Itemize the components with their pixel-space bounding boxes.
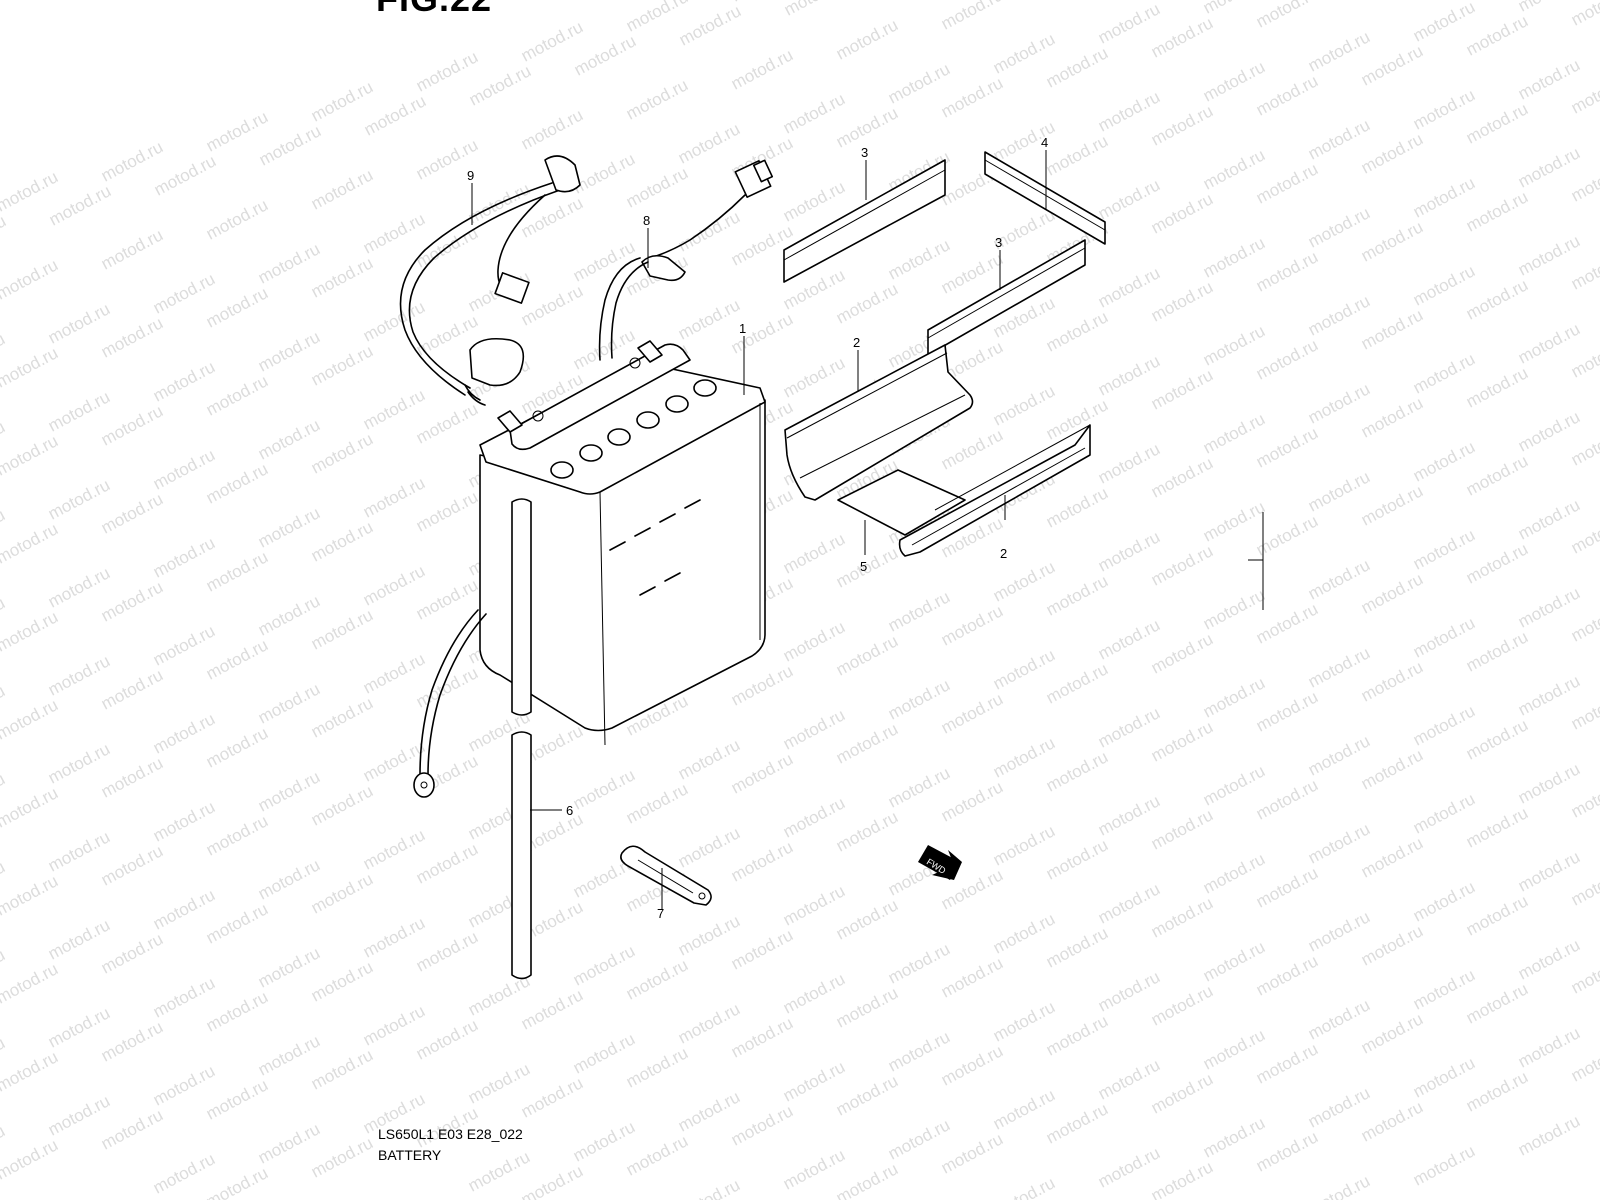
callout-2-lower: 2 bbox=[1000, 546, 1007, 561]
ground-lead bbox=[413, 609, 487, 798]
callout-7: 7 bbox=[657, 906, 664, 921]
model-code: LS650L1 E03 E28_022 bbox=[378, 1126, 523, 1142]
callout-5: 5 bbox=[860, 559, 867, 574]
battery bbox=[479, 340, 766, 746]
figure-title: FIG.22 bbox=[376, 0, 492, 20]
cushion-pad-upper bbox=[783, 159, 946, 283]
cushion-pad-middle bbox=[927, 239, 1086, 356]
callout-6: 6 bbox=[566, 803, 573, 818]
battery-bracket bbox=[620, 845, 712, 906]
battery-filler-caps bbox=[550, 379, 717, 479]
callout-3-upper: 3 bbox=[861, 145, 868, 160]
callouts: 1 2 2 3 3 4 5 6 7 8 9 bbox=[467, 135, 1048, 921]
callout-8: 8 bbox=[643, 213, 650, 228]
battery-cable-positive bbox=[399, 155, 581, 406]
fwd-arrow-icon: FWD bbox=[918, 845, 962, 880]
callout-9: 9 bbox=[467, 168, 474, 183]
callout-4: 4 bbox=[1041, 135, 1048, 150]
breather-hose bbox=[511, 498, 532, 980]
battery-holder bbox=[784, 344, 1091, 557]
leader-lines bbox=[471, 150, 1047, 910]
callout-2-upper: 2 bbox=[853, 335, 860, 350]
figure-caption: BATTERY bbox=[378, 1147, 442, 1163]
spacer-pad bbox=[984, 151, 1106, 245]
callout-3-middle: 3 bbox=[995, 235, 1002, 250]
battery-cable-negative bbox=[598, 159, 774, 361]
callout-1: 1 bbox=[739, 321, 746, 336]
